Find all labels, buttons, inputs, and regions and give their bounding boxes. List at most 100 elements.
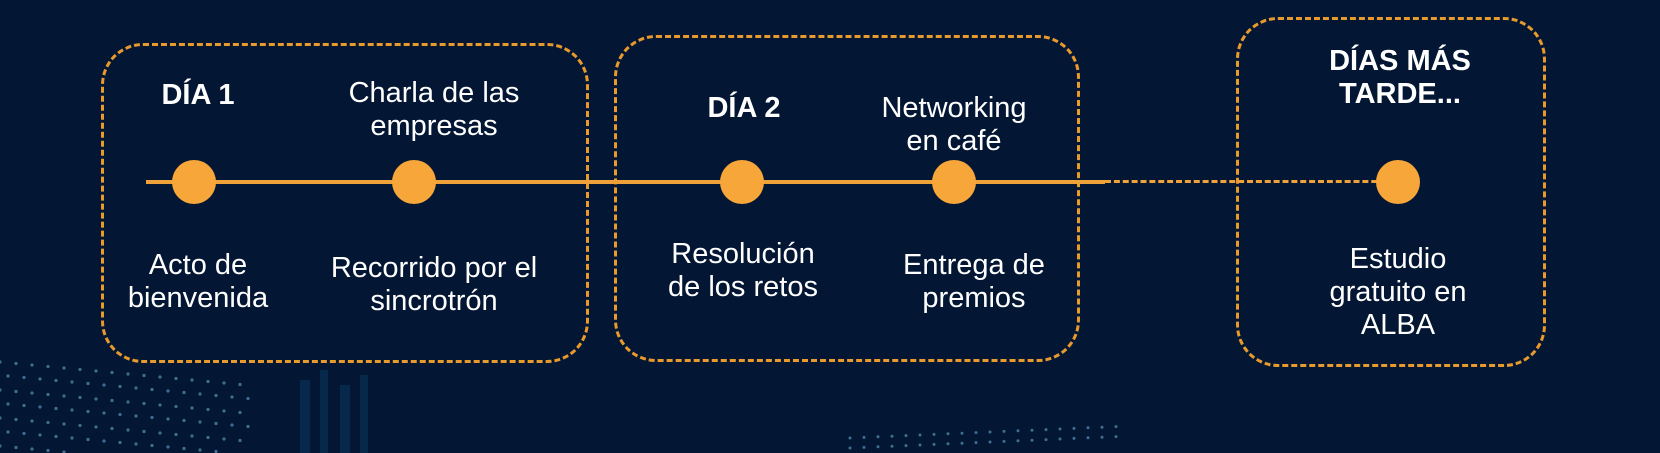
background-dot	[1058, 437, 1062, 441]
background-dot	[14, 417, 18, 422]
background-dot	[932, 442, 936, 446]
background-dot	[46, 392, 50, 397]
background-dot	[904, 434, 908, 438]
background-dot	[1072, 436, 1076, 440]
background-dot	[78, 367, 82, 372]
background-dot	[30, 391, 34, 395]
background-dot	[118, 440, 122, 445]
background-dot	[102, 411, 106, 415]
timeline-node-day1-welcome	[172, 160, 216, 204]
background-dot	[876, 445, 880, 449]
background-dot	[1016, 439, 1020, 443]
background-dot	[862, 435, 866, 439]
background-dot	[0, 444, 2, 448]
background-dot	[46, 420, 50, 425]
background-dot	[174, 376, 178, 381]
background-dot	[1044, 428, 1048, 432]
background-dot	[862, 445, 866, 449]
background-dot	[94, 397, 98, 401]
background-dot	[150, 387, 154, 392]
background-dot	[1072, 426, 1076, 430]
background-dot	[38, 433, 42, 437]
background-dot	[214, 449, 218, 453]
day2-networking-label: Networking en café	[881, 92, 1027, 157]
background-dot	[206, 435, 210, 440]
background-dot	[988, 430, 992, 434]
day1-group-box	[101, 43, 589, 363]
background-dot	[230, 395, 234, 399]
background-dot	[70, 380, 74, 384]
background-dot	[238, 382, 242, 387]
timeline-line-solid	[146, 180, 1105, 184]
background-dot	[190, 406, 194, 410]
background-dot	[1002, 429, 1006, 433]
background-dot	[30, 363, 34, 367]
background-dot	[1030, 438, 1034, 442]
background-dot	[1100, 435, 1104, 439]
background-dot	[848, 436, 852, 440]
background-dot	[848, 446, 852, 450]
background-dot	[174, 432, 178, 437]
background-dot	[102, 439, 106, 443]
background-dot	[142, 429, 146, 434]
background-dot	[974, 431, 978, 435]
background-dot	[932, 432, 936, 436]
background-dot	[118, 412, 122, 417]
background-dot	[14, 445, 18, 450]
background-dot	[1002, 439, 1006, 443]
background-dot	[126, 428, 130, 432]
background-dot	[6, 402, 10, 406]
background-dot	[222, 409, 226, 413]
background-dot	[182, 446, 186, 451]
background-dot	[46, 364, 50, 369]
background-dot	[86, 381, 90, 386]
background-dot	[246, 396, 250, 401]
background-dot	[158, 431, 162, 435]
background-dot	[198, 448, 202, 452]
background-dot	[918, 433, 922, 437]
day1-welcome-label: Acto de bienvenida	[127, 249, 269, 314]
background-dot	[46, 448, 50, 453]
background-dot	[222, 381, 226, 385]
day2-heading: DÍA 2	[707, 92, 781, 124]
day1-heading: DÍA 1	[161, 79, 235, 111]
background-dot	[166, 389, 170, 393]
background-dot	[230, 423, 234, 427]
background-dot	[54, 406, 58, 411]
background-dot	[158, 375, 162, 379]
background-dot	[190, 378, 194, 382]
background-dot	[70, 408, 74, 412]
background-dot	[918, 443, 922, 447]
background-dot	[238, 438, 242, 443]
background-dot	[1114, 425, 1118, 429]
background-dot	[246, 424, 250, 429]
background-dot	[222, 437, 226, 441]
background-dot	[86, 437, 90, 442]
later-days-group-box	[1236, 17, 1546, 367]
background-dot	[0, 416, 2, 420]
background-dot	[946, 442, 950, 446]
background-dot	[1114, 435, 1118, 439]
background-dot	[1016, 429, 1020, 433]
background-dot	[198, 420, 202, 424]
background-dot	[126, 400, 130, 404]
later-days-heading: DÍAS MÁS TARDE...	[1329, 45, 1471, 110]
timeline-node-later-study	[1376, 160, 1420, 204]
timeline-node-day1-talks	[392, 160, 436, 204]
background-dot	[190, 434, 194, 438]
background-dot	[94, 369, 98, 373]
background-dot	[134, 442, 138, 446]
background-dot	[904, 444, 908, 448]
timeline-node-day2-networking	[932, 160, 976, 204]
background-dot	[86, 409, 90, 414]
background-dot	[6, 430, 10, 434]
day1-talks-label: Charla de las empresas	[348, 77, 520, 142]
background-dot	[22, 431, 26, 436]
background-dot	[214, 393, 218, 398]
day2-group-box	[614, 35, 1080, 362]
background-dot	[0, 388, 2, 392]
background-dot	[38, 377, 42, 381]
background-dot	[14, 361, 18, 366]
background-dot	[0, 360, 2, 364]
